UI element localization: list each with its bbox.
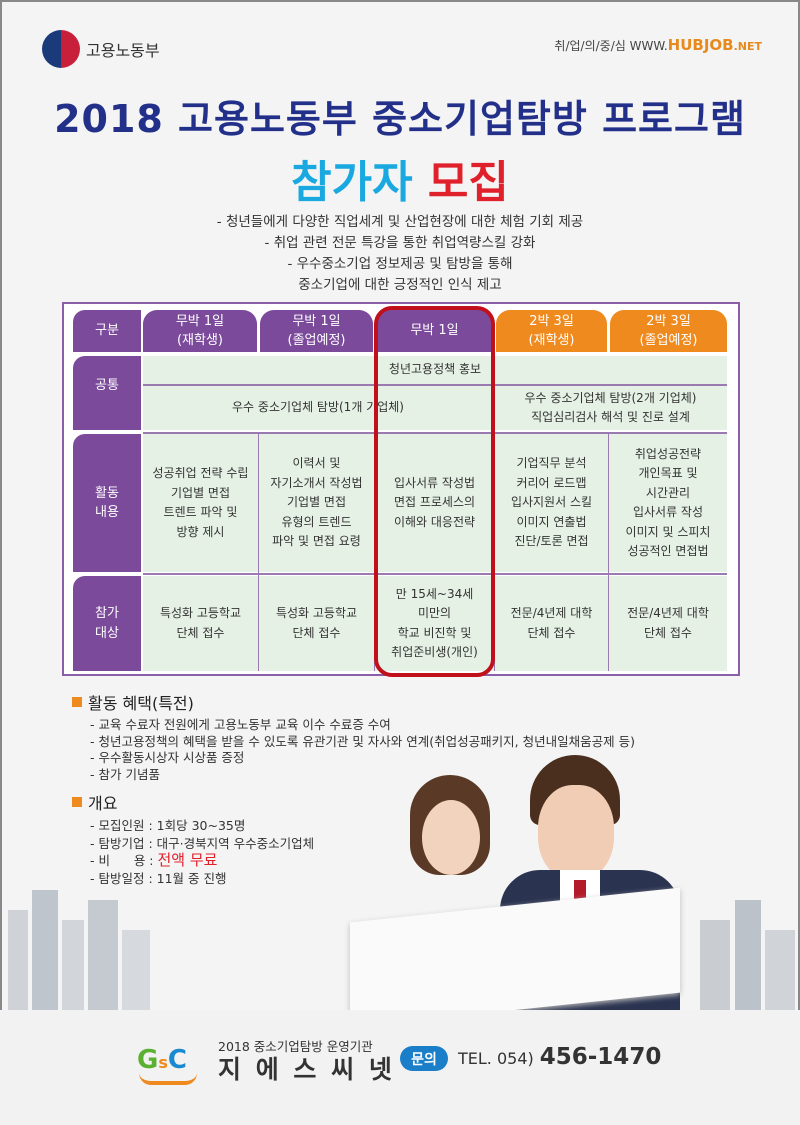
benefit-item: - 청년고용정책의 혜택을 받을 수 있도록 유관기관 및 자사와 연계(취업성… bbox=[90, 733, 635, 749]
overview-item: - 모집인원 : 1회당 30~35명 bbox=[90, 818, 246, 833]
header-day-student: 무박 1일 (재학생) bbox=[143, 310, 257, 352]
row-label-target: 참가 대상 bbox=[73, 576, 141, 671]
footer bbox=[0, 1010, 800, 1125]
page-subtitle: 참가자 모집 bbox=[0, 146, 800, 210]
overview-item: - 탐방일정 : 11월 중 진행 bbox=[90, 870, 227, 886]
target-cell: 만 15세~34세 미만의 학교 비진학 및 취업준비생(개인) bbox=[375, 576, 494, 671]
common-visit-2: 우수 중소기업체 탐방(2개 기업체) 직업심리검사 해석 및 진로 설계 bbox=[494, 386, 727, 430]
header-3day-student: 2박 3일 (재학생) bbox=[496, 310, 607, 352]
people-photo bbox=[340, 755, 700, 1028]
target-cell: 특성화 고등학교 단체 접수 bbox=[143, 576, 258, 671]
gsc-logo: GsC bbox=[137, 1045, 201, 1085]
intro-item: - 우수중소기업 정보제공 및 탐방을 통해 bbox=[287, 256, 513, 272]
org-caption: 2018 중소기업탐방 운영기관 bbox=[218, 1039, 373, 1054]
benefit-item: - 우수활동시상자 시상품 증정 bbox=[90, 750, 245, 765]
cost-value: 전액 무료 bbox=[157, 851, 218, 869]
intro-list: - 청년들에게 다양한 직업세계 및 산업현장에 대한 체험 기회 제공 - 취… bbox=[0, 212, 800, 296]
city-skyline-image bbox=[0, 880, 800, 1010]
benefit-item: - 참가 기념품 bbox=[90, 766, 160, 782]
intro-item: - 청년들에게 다양한 직업세계 및 산업현장에 대한 체험 기회 제공 bbox=[216, 214, 584, 230]
activity-cell: 기업직무 분석 커리어 로드맵 입사지원서 스킬 이미지 연출법 진단/토론 면… bbox=[495, 434, 608, 572]
benefit-item: - 교육 수료자 전원에게 고용노동부 교육 이수 수료증 수여 bbox=[90, 717, 391, 732]
org-name: 지 에 스 씨 넷 bbox=[218, 1055, 395, 1084]
overview-section: 개요 - 모집인원 : 1회당 30~35명 - 탐방기업 : 대구·경북지역 … bbox=[72, 790, 314, 887]
intro-item: 중소기업에 대한 긍정적인 인식 제고 bbox=[298, 277, 502, 293]
site-link[interactable]: 취/업/의/중/심 WWW.HUBJOB.NET bbox=[554, 36, 762, 54]
common-policy: 청년고용정책 홍보 bbox=[143, 356, 727, 384]
header-3day-graduate: 2박 3일 (졸업예정) bbox=[610, 310, 727, 352]
target-cell: 특성화 고등학교 단체 접수 bbox=[259, 576, 374, 671]
intro-item: - 취업 관련 전문 특강을 통한 취업역량스킬 강화 bbox=[264, 235, 536, 251]
tel-prefix: TEL. 054) bbox=[458, 1049, 534, 1068]
common-visit-1: 우수 중소기업체 탐방(1개 기업체) bbox=[143, 386, 493, 430]
activity-cell: 입사서류 작성법 면접 프로세스의 이해와 대응전략 bbox=[375, 434, 494, 572]
tel-number: 456-1470 bbox=[539, 1044, 662, 1070]
benefits-section: 활동 혜택(특전) - 교육 수료자 전원에게 고용노동부 교육 이수 수료증 … bbox=[72, 690, 635, 783]
target-cell: 전문/4년제 대학 단체 접수 bbox=[495, 576, 608, 671]
activity-cell: 이력서 및 자기소개서 작성법 기업별 면접 유형의 트렌드 파악 및 면접 요… bbox=[259, 434, 374, 572]
activity-cell: 취업성공전략 개인목표 및 시간관리 입사서류 작성 이미지 및 스피치 성공적… bbox=[609, 434, 727, 572]
taegeuk-emblem-icon bbox=[42, 30, 80, 68]
row-label-category: 구분 bbox=[73, 310, 141, 352]
target-cell: 전문/4년제 대학 단체 접수 bbox=[609, 576, 727, 671]
header-day-graduate: 무박 1일 (졸업예정) bbox=[260, 310, 373, 352]
ministry-logo: 고용노동부 bbox=[42, 30, 160, 68]
row-label-common: 공통 bbox=[73, 356, 141, 430]
site-suffix: .NET bbox=[733, 40, 762, 53]
site-domain: HUBJOB bbox=[667, 36, 734, 54]
row-label-activities: 활동 내용 bbox=[73, 434, 141, 572]
overview-item: - 탐방기업 : 대구·경북지역 우수중소기업체 bbox=[90, 835, 315, 851]
page-title: 2018 고용노동부 중소기업탐방 프로그램 bbox=[54, 97, 746, 141]
overview-title: 개요 bbox=[88, 794, 118, 813]
activity-cell: 성공취업 전략 수립 기업별 면접 트렌트 파악 및 방향 제시 bbox=[143, 434, 258, 572]
site-prefix: 취/업/의/중/심 WWW. bbox=[554, 39, 668, 53]
ministry-name: 고용노동부 bbox=[86, 41, 160, 60]
bullet-square-icon bbox=[72, 697, 82, 707]
subtitle-recruit: 모집 bbox=[427, 157, 509, 208]
header-day-individual: 무박 1일 bbox=[376, 310, 493, 352]
benefits-title: 활동 혜택(특전) bbox=[88, 694, 194, 713]
cost-label: - 비 용 : bbox=[90, 853, 158, 868]
bullet-square-icon bbox=[72, 797, 82, 807]
highlight-box bbox=[374, 306, 495, 677]
phone-number[interactable]: TEL. 054) 456-1470 bbox=[458, 1044, 661, 1070]
subtitle-participants: 참가자 bbox=[291, 157, 413, 208]
inquiry-badge: 문의 bbox=[400, 1046, 448, 1071]
